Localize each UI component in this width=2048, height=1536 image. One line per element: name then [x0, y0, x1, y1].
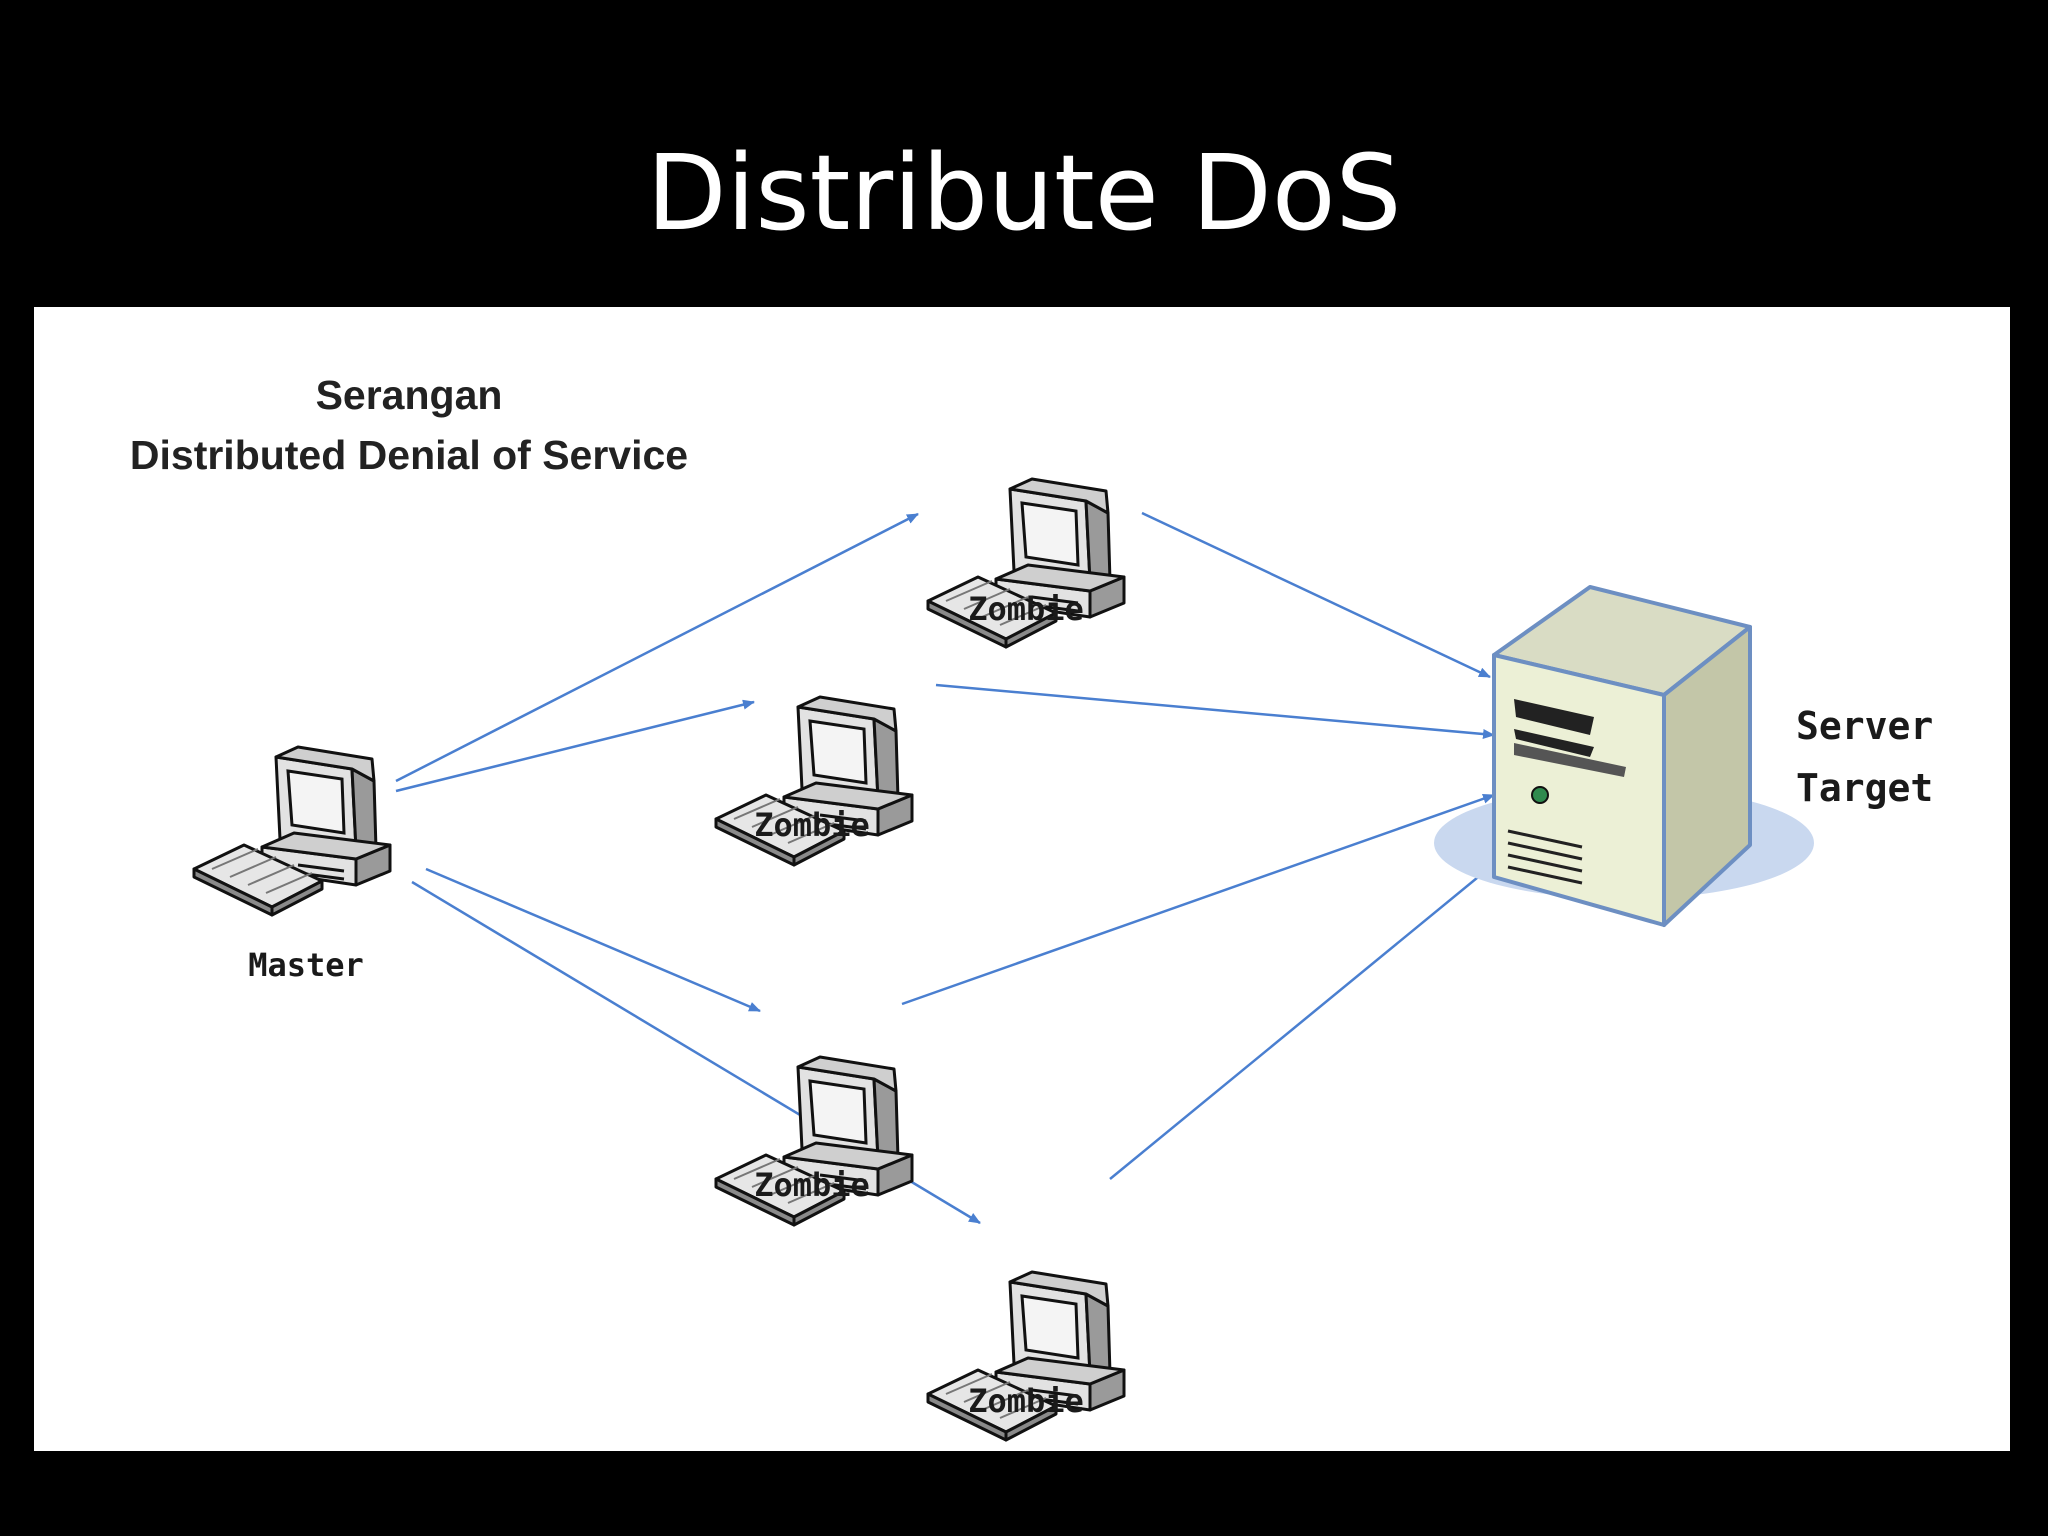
zombie-1-label: Zombie	[968, 590, 1084, 628]
server-label-line-2: Target	[1796, 766, 1934, 810]
arrow-zombie-4-server	[1109, 863, 1495, 1180]
arrow-zombie-3-server	[901, 793, 1495, 1006]
master-label: Master	[248, 946, 364, 984]
heading-line-2: Distributed Denial of Service	[129, 432, 689, 478]
server-tower-icon	[1434, 585, 1814, 927]
diagram-heading: Serangan Distributed Denial of Service	[34, 365, 784, 485]
server-target-label: Server Target	[1796, 695, 1933, 819]
arrow-master-zombie-1	[395, 512, 919, 783]
heading-line-1: Serangan	[315, 372, 503, 418]
arrows-zombies-to-server	[901, 511, 1495, 1180]
arrow-master-zombie-3	[425, 867, 761, 1013]
zombie-3-label: Zombie	[754, 1166, 870, 1204]
arrow-master-zombie-2	[395, 699, 755, 793]
master-computer-icon	[192, 745, 392, 917]
slide-title: Distribute DoS	[646, 132, 1402, 254]
network-diagram	[192, 477, 1814, 1442]
arrow-zombie-1-server	[1141, 511, 1491, 679]
diagram-panel: Serangan Distributed Denial of Service M…	[34, 307, 2010, 1451]
zombie-2-label: Zombie	[754, 806, 870, 844]
server-label-line-1: Server	[1796, 704, 1934, 748]
zombie-4-label: Zombie	[968, 1382, 1084, 1420]
arrow-zombie-2-server	[935, 683, 1495, 739]
